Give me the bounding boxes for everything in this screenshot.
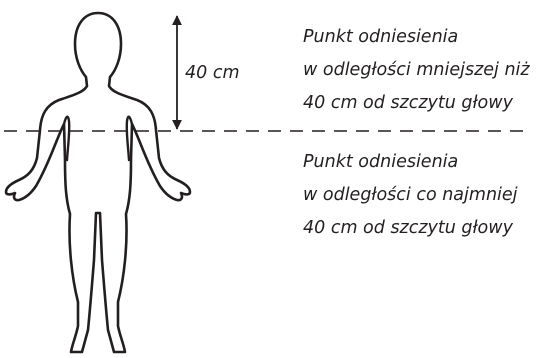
distance-label: 40 cm <box>185 60 240 86</box>
human-silhouette <box>6 13 190 352</box>
caption-below-line: 40 cm od szczytu głowy <box>303 212 518 245</box>
caption-above-line: Punkt odniesienia <box>303 21 530 54</box>
caption-below-line: Punkt odniesienia <box>303 146 518 179</box>
caption-above-reference: Punkt odniesienia w odległości mniejszej… <box>303 21 530 120</box>
caption-above-line: 40 cm od szczytu głowy <box>303 87 530 120</box>
caption-above-line: w odległości mniejszej niż <box>303 54 530 87</box>
caption-below-reference: Punkt odniesienia w odległości co najmni… <box>303 146 518 245</box>
caption-below-line: w odległości co najmniej <box>303 179 518 212</box>
